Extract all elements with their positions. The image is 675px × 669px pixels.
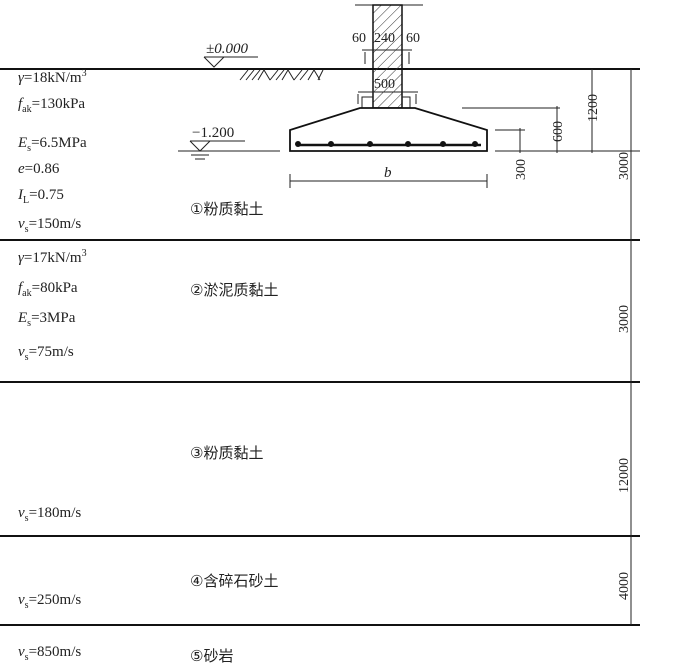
right-offset-dim: 60 <box>406 31 420 46</box>
footing-vertical-dimensions: 300 600 1200 <box>462 69 640 180</box>
param-sym: v <box>18 592 25 608</box>
soil-parameter: vs=850m/s <box>18 644 81 663</box>
param-sym: E <box>17 135 27 151</box>
param-sub: ak <box>22 104 31 115</box>
param-val: =130kPa <box>32 96 86 112</box>
param-sym: v <box>18 505 25 521</box>
layer-boundaries <box>0 68 640 626</box>
layer-thickness-dimensions: 3000 3000 12000 4000 <box>617 69 632 625</box>
layer-4-thickness: 4000 <box>617 572 632 600</box>
param-val: =18kN/m <box>24 70 82 86</box>
param-val: =17kN/m <box>24 250 82 266</box>
param-sym: γ <box>18 70 25 86</box>
footing-height-dim: 600 <box>551 121 566 142</box>
footing: b <box>289 107 488 188</box>
soil-parameter: e=0.86 <box>18 161 60 177</box>
layer-3-label: ③粉质黏土 <box>190 444 263 462</box>
param-sub: s <box>25 352 29 363</box>
param-sym: v <box>18 644 25 660</box>
soil-parameter: γ=17kN/m3 <box>18 248 87 266</box>
param-sub: ak <box>22 288 31 299</box>
soil-parameter: Es=3MPa <box>17 310 76 329</box>
param-val: =250m/s <box>29 592 82 608</box>
param-sub: s <box>25 224 29 235</box>
param-sym: f <box>18 96 24 112</box>
left-offset-dim: 60 <box>352 31 366 46</box>
param-val: =6.5MPa <box>31 135 87 151</box>
layer-labels: ①粉质黏土 ②淤泥质黏土 ③粉质黏土 ④含碎石砂土 ⑤砂岩 <box>190 200 278 665</box>
param-sym: e <box>18 161 25 177</box>
param-sup: 3 <box>82 248 87 259</box>
param-val: =3MPa <box>31 310 76 326</box>
soil-parameter: Es=6.5MPa <box>17 135 87 154</box>
param-val: =0.75 <box>29 187 64 203</box>
layer-4-label: ④含碎石砂土 <box>190 572 278 590</box>
soil-parameter: vs=75m/s <box>18 344 74 363</box>
soil-parameter: vs=180m/s <box>18 505 81 524</box>
param-sym: v <box>18 216 25 232</box>
water-table-label: −1.200 <box>192 125 234 141</box>
ground-elevation-mark: ±0.000 <box>203 41 324 81</box>
param-val: =0.86 <box>25 161 60 177</box>
step-width-dim: 500 <box>374 77 395 92</box>
base-thickness-dim: 300 <box>514 159 529 180</box>
wall-dimensions: 60 240 60 500 <box>352 31 420 104</box>
soil-parameter: fak=80kPa <box>18 280 78 299</box>
param-sub: s <box>25 652 29 663</box>
param-val: =180m/s <box>29 505 82 521</box>
ground-elevation-label: ±0.000 <box>206 41 248 57</box>
layer-2-thickness: 3000 <box>617 305 632 333</box>
param-val: =850m/s <box>29 644 82 660</box>
soil-parameter: IL=0.75 <box>17 187 64 206</box>
param-sym: E <box>17 310 27 326</box>
param-sup: 3 <box>82 68 87 79</box>
soil-parameter: vs=250m/s <box>18 592 81 611</box>
param-sub: s <box>27 318 31 329</box>
param-sym: f <box>18 280 24 296</box>
layer-5-label: ⑤砂岩 <box>190 647 233 665</box>
param-val: =80kPa <box>32 280 78 296</box>
param-sub: s <box>25 600 29 611</box>
water-table-mark: −1.200 <box>178 125 280 160</box>
soil-parameter: vs=150m/s <box>18 216 81 235</box>
layer-1-label: ①粉质黏土 <box>190 200 263 218</box>
soil-parameters: γ=18kN/m3fak=130kPaEs=6.5MPae=0.86IL=0.7… <box>17 68 87 663</box>
param-val: =75m/s <box>29 344 74 360</box>
param-sym: γ <box>18 250 25 266</box>
soil-parameter: γ=18kN/m3 <box>18 68 87 86</box>
soil-hatch-icon <box>239 69 324 81</box>
soil-parameter: fak=130kPa <box>18 96 85 115</box>
param-sym: v <box>18 344 25 360</box>
layer-3-thickness: 12000 <box>617 458 632 493</box>
layer-2-label: ②淤泥质黏土 <box>190 281 278 299</box>
wall-thickness-dim: 240 <box>374 31 395 46</box>
param-sub: s <box>27 143 31 154</box>
param-sym: I <box>17 187 24 203</box>
layer-1-thickness: 3000 <box>617 152 632 180</box>
param-sub: L <box>23 195 29 206</box>
param-sub: s <box>25 513 29 524</box>
param-val: =150m/s <box>29 216 82 232</box>
rebar-dots <box>295 141 478 147</box>
footing-depth-dim: 1200 <box>586 94 601 122</box>
footing-width-symbol: b <box>384 165 392 181</box>
